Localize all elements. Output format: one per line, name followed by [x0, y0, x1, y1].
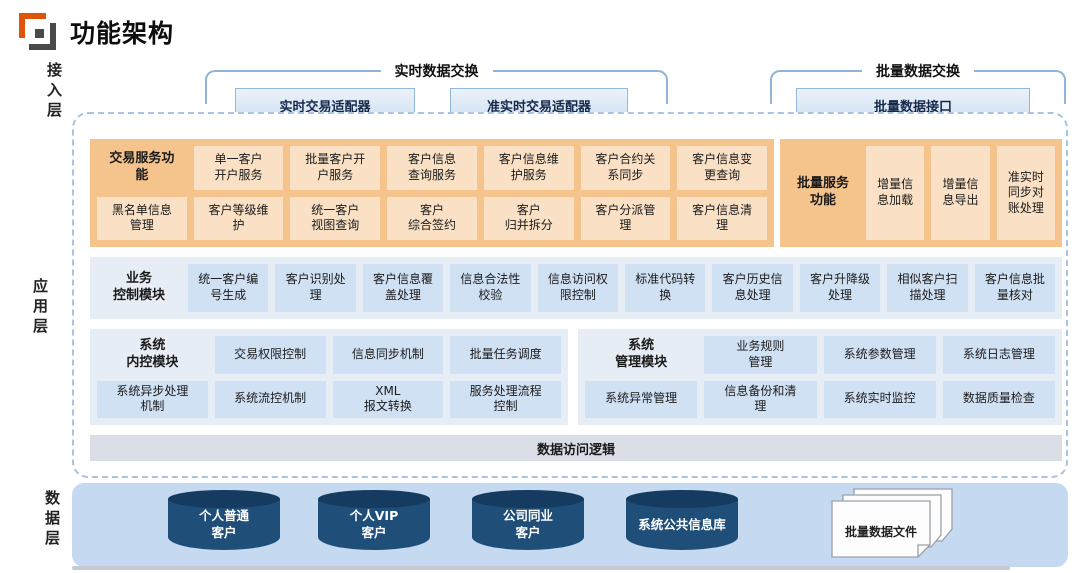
service-box: 黑名单信息 管理 — [97, 196, 187, 240]
module-box: 系统流控机制 — [214, 380, 326, 418]
data-layer-container: 个人普通 客户 个人VIP 客户 公司同业 客户 系统公共信息库 — [72, 483, 1068, 567]
cylinder-top — [472, 490, 584, 508]
service-box: 客户 综合签约 — [387, 196, 477, 240]
module-box: 业务规则 管理 — [704, 336, 817, 374]
internal-control-section: 系统 内控模块 交易权限控制 信息同步机制 批量任务调度 系统异步处理 机制 系… — [90, 329, 568, 425]
batch-file-label: 批量数据文件 — [844, 525, 917, 539]
module-box: 信息访问权 限控制 — [537, 264, 619, 312]
database-label: 系统公共信息库 — [638, 516, 726, 532]
service-box: 批量客户开 户服务 — [290, 146, 381, 190]
module-box: 客户信息覆 盖处理 — [362, 264, 444, 312]
module-box: XML 报文转换 — [332, 380, 444, 418]
transaction-services-section: 交易服务功 能 单一客户 开户服务 批量客户开 户服务 客户信息 查询服务 客户… — [90, 139, 774, 247]
layer-label-access: 接入层 — [45, 62, 63, 122]
realtime-exchange-label: 实时数据交换 — [380, 61, 493, 81]
module-box: 信息同步机制 — [332, 336, 444, 374]
system-management-label: 系统 管理模块 — [615, 337, 668, 370]
cylinder-top — [626, 490, 738, 508]
service-box: 客户合约关 系同步 — [580, 146, 671, 190]
module-box: 系统异步处理 机制 — [97, 380, 208, 418]
module-box: 信息备份和清 理 — [704, 380, 817, 418]
module-box: 客户历史信 息处理 — [712, 264, 793, 312]
module-box: 系统日志管理 — [942, 336, 1055, 374]
business-control-label: 业务 控制模块 — [112, 271, 165, 303]
database-label: 公司同业 客户 — [502, 508, 553, 540]
module-box: 批量任务调度 — [450, 336, 561, 374]
module-box: 服务处理流程 控制 — [450, 380, 561, 418]
service-box: 客户 归并拆分 — [483, 196, 574, 240]
service-box: 增量信 息加载 — [866, 146, 925, 240]
module-box: 客户信息批 量核对 — [974, 264, 1056, 312]
service-box: 客户等级维 护 — [193, 196, 284, 240]
service-box: 增量信 息导出 — [931, 146, 990, 240]
batch-services-label: 批量服务 功能 — [796, 176, 849, 208]
layer-label-data: 数据层 — [43, 490, 61, 550]
cylinder-top — [168, 490, 280, 508]
service-box: 客户信息清 理 — [677, 196, 767, 240]
database-label: 个人普通 客户 — [198, 508, 249, 540]
service-box: 准实时 同步对 账处理 — [996, 146, 1055, 240]
batch-exchange-label: 批量数据交换 — [862, 61, 974, 81]
service-box: 单一客户 开户服务 — [193, 146, 284, 190]
module-box: 标准代码转 换 — [625, 264, 706, 312]
module-box: 交易权限控制 — [214, 336, 326, 374]
transaction-services-label: 交易服务功 能 — [109, 150, 175, 183]
service-box: 客户信息 查询服务 — [387, 146, 477, 190]
data-access-bar: 数据访问逻辑 — [90, 435, 1062, 461]
cylinder-top — [318, 490, 430, 508]
module-box: 系统实时监控 — [823, 380, 936, 418]
module-box: 数据质量检查 — [942, 380, 1055, 418]
module-box: 客户升降级 处理 — [799, 264, 881, 312]
bottom-divider — [72, 566, 1010, 570]
internal-control-label: 系统 内控模块 — [126, 337, 179, 370]
realtime-exchange-bracket: 实时数据交换 — [205, 61, 668, 104]
module-box: 统一客户编 号生成 — [188, 264, 269, 312]
service-box: 客户信息维 护服务 — [483, 146, 574, 190]
database-label: 个人VIP 客户 — [349, 508, 399, 540]
application-layer-container: 交易服务功 能 单一客户 开户服务 批量客户开 户服务 客户信息 查询服务 客户… — [72, 112, 1068, 478]
module-box: 系统参数管理 — [823, 336, 936, 374]
database-cylinder: 系统公共信息库 — [626, 490, 738, 550]
system-management-section: 系统 管理模块 业务规则 管理 系统参数管理 系统日志管理 系统异常管理 信息备… — [578, 329, 1062, 425]
service-box: 客户信息变 更查询 — [677, 146, 767, 190]
page-title: 功能架构 — [70, 19, 175, 48]
module-box: 信息合法性 校验 — [450, 264, 531, 312]
database-cylinder: 个人普通 客户 — [168, 490, 280, 550]
module-box: 系统异常管理 — [585, 380, 698, 418]
module-box: 相似客户扫 描处理 — [887, 264, 968, 312]
batch-exchange-bracket: 批量数据交换 — [770, 61, 1066, 104]
module-box: 客户识别处 理 — [275, 264, 356, 312]
service-box: 客户分派管 理 — [580, 196, 671, 240]
batch-file-icon: 批量数据文件 — [818, 487, 960, 563]
database-cylinder: 公司同业 客户 — [472, 490, 584, 550]
business-control-section: 业务 控制模块 统一客户编 号生成 客户识别处 理 客户信息覆 盖处理 信息合法… — [90, 257, 1062, 319]
service-box: 统一客户 视图查询 — [290, 196, 381, 240]
logo-icon — [14, 8, 60, 58]
layer-label-application: 应用层 — [31, 278, 49, 338]
database-cylinder: 个人VIP 客户 — [318, 490, 430, 550]
batch-services-section: 批量服务 功能 增量信 息加载 增量信 息导出 准实时 同步对 账处理 — [780, 139, 1062, 247]
